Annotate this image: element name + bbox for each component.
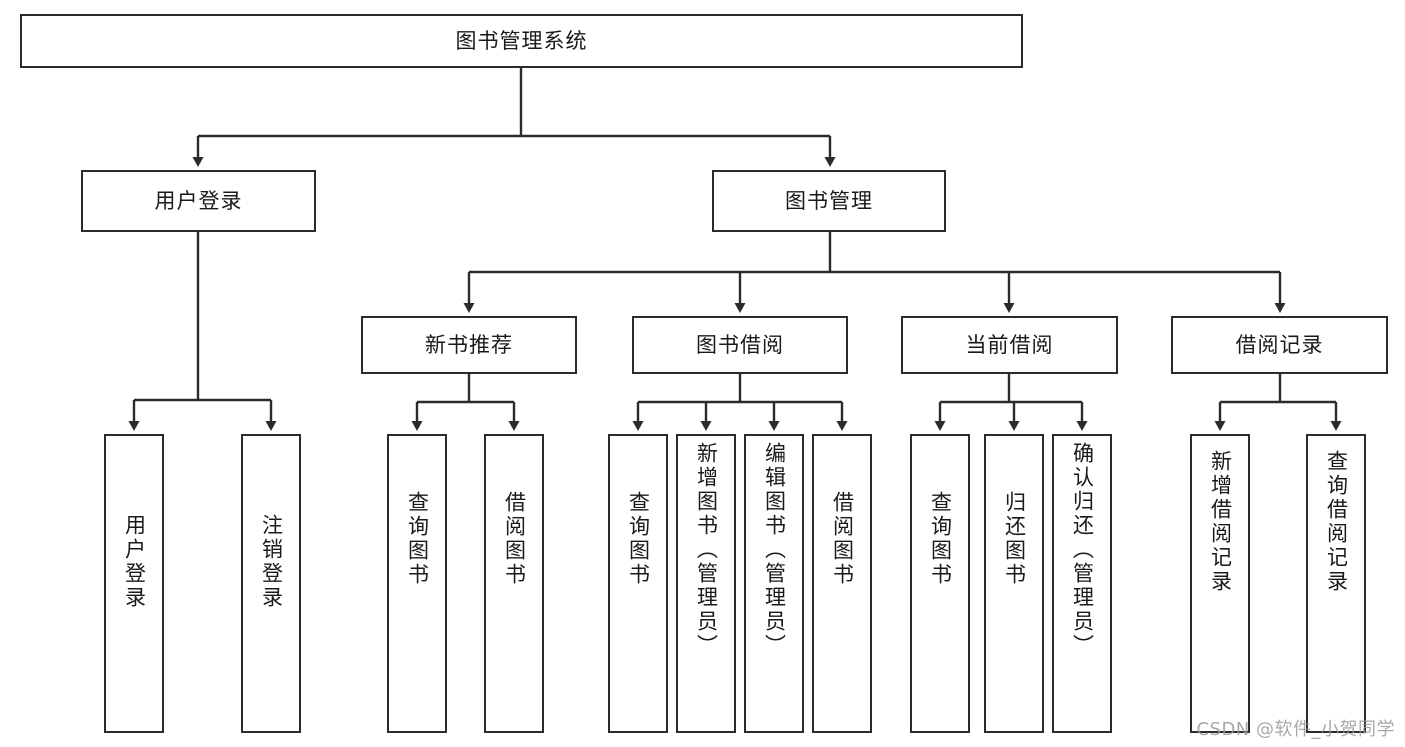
node-leaf-borrow-book-1[interactable]: 借阅图书 xyxy=(484,434,544,733)
node-borrow-record[interactable]: 借阅记录 xyxy=(1171,316,1388,374)
node-leaf-borrow-book-2-label: 借阅图书 xyxy=(830,491,855,587)
node-leaf-user-logout[interactable]: 注销登录 xyxy=(241,434,301,733)
node-leaf-confirm-return[interactable]: 确认归还（管理员） xyxy=(1052,434,1112,733)
node-leaf-query-book-1-label: 查询图书 xyxy=(405,491,430,587)
node-leaf-borrow-book-1-label: 借阅图书 xyxy=(502,491,527,587)
node-user-login[interactable]: 用户登录 xyxy=(81,170,316,232)
node-current-borrow[interactable]: 当前借阅 xyxy=(901,316,1118,374)
node-leaf-user-login[interactable]: 用户登录 xyxy=(104,434,164,733)
node-root[interactable]: 图书管理系统 xyxy=(20,14,1023,68)
node-leaf-edit-book[interactable]: 编辑图书（管理员） xyxy=(744,434,804,733)
node-current-borrow-label: 当前借阅 xyxy=(965,332,1054,357)
node-user-login-label: 用户登录 xyxy=(154,188,243,213)
node-leaf-query-book-3-label: 查询图书 xyxy=(928,491,953,587)
node-book-manage-label: 图书管理 xyxy=(785,188,873,213)
node-leaf-add-book-label: 新增图书（管理员） xyxy=(694,442,719,658)
node-leaf-return-book[interactable]: 归还图书 xyxy=(984,434,1044,733)
node-leaf-return-book-label: 归还图书 xyxy=(1002,491,1027,587)
node-leaf-query-book-2[interactable]: 查询图书 xyxy=(608,434,668,733)
node-leaf-user-login-label: 用户登录 xyxy=(122,514,147,610)
node-leaf-borrow-book-2[interactable]: 借阅图书 xyxy=(812,434,872,733)
node-book-borrow-label: 图书借阅 xyxy=(696,332,784,357)
node-new-book-rec[interactable]: 新书推荐 xyxy=(361,316,577,374)
node-leaf-query-book-2-label: 查询图书 xyxy=(626,491,651,587)
node-leaf-query-record[interactable]: 查询借阅记录 xyxy=(1306,434,1366,733)
node-leaf-confirm-return-label: 确认归还（管理员） xyxy=(1070,442,1095,658)
node-leaf-add-record[interactable]: 新增借阅记录 xyxy=(1190,434,1250,733)
node-leaf-add-record-label: 新增借阅记录 xyxy=(1208,450,1233,594)
watermark-text: CSDN @软件_小贺同学 xyxy=(1196,719,1395,740)
node-leaf-edit-book-label: 编辑图书（管理员） xyxy=(762,442,787,658)
node-leaf-query-book-1[interactable]: 查询图书 xyxy=(387,434,447,733)
node-leaf-query-book-3[interactable]: 查询图书 xyxy=(910,434,970,733)
node-leaf-query-record-label: 查询借阅记录 xyxy=(1324,450,1349,594)
node-borrow-record-label: 借阅记录 xyxy=(1235,332,1324,357)
node-root-label: 图书管理系统 xyxy=(455,28,588,53)
node-book-borrow[interactable]: 图书借阅 xyxy=(632,316,848,374)
node-leaf-user-logout-label: 注销登录 xyxy=(259,514,284,610)
node-leaf-add-book[interactable]: 新增图书（管理员） xyxy=(676,434,736,733)
node-new-book-rec-label: 新书推荐 xyxy=(425,332,513,357)
node-book-manage[interactable]: 图书管理 xyxy=(712,170,946,232)
